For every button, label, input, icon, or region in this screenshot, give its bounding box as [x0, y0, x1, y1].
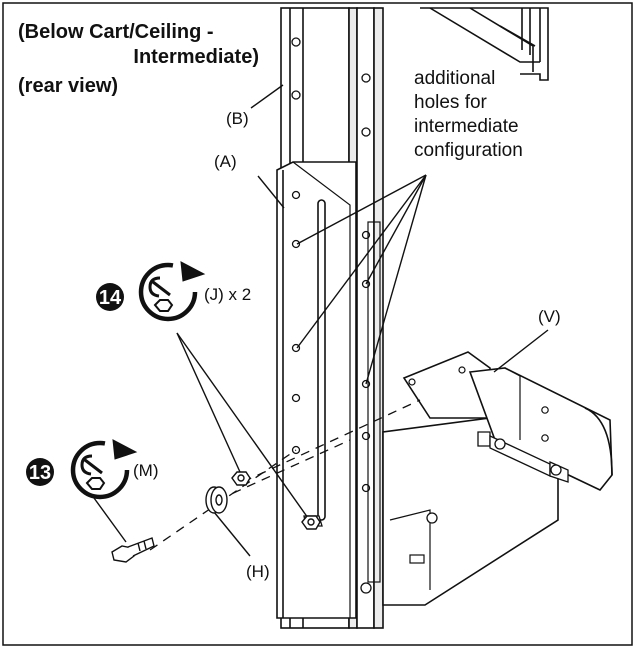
step-badge-13: 13	[26, 458, 54, 486]
bracket-a	[276, 161, 381, 619]
label-j: (J) x 2	[204, 285, 251, 304]
wrench-icon-step13	[70, 439, 138, 500]
nut-j-lower	[301, 515, 321, 530]
leader-lines	[93, 84, 549, 557]
note-line-4: configuration	[414, 140, 523, 161]
note-line-1: additional	[414, 68, 495, 89]
cart-frame-fragment	[420, 7, 549, 81]
note-line-3: intermediate	[414, 116, 519, 137]
wrench-icon-step14	[138, 261, 206, 322]
title-line-3: (rear view)	[18, 75, 118, 97]
label-h: (H)	[246, 562, 270, 581]
hardware	[111, 471, 321, 563]
step-number-13: 13	[29, 462, 51, 484]
washer-h	[205, 486, 228, 514]
label-m: (M)	[133, 461, 158, 480]
step-badge-14: 14	[96, 283, 124, 311]
label-b: (B)	[226, 109, 249, 128]
label-v: (V)	[538, 307, 561, 326]
nut-j-upper	[231, 471, 251, 486]
bolt-m	[111, 537, 155, 563]
title-line-1: (Below Cart/Ceiling -	[18, 21, 214, 43]
step-number-14: 14	[99, 287, 122, 309]
label-a: (A)	[214, 152, 237, 171]
note-line-2: holes for	[414, 92, 488, 113]
plate-v	[382, 351, 613, 606]
title-line-2: Intermediate)	[133, 46, 259, 68]
